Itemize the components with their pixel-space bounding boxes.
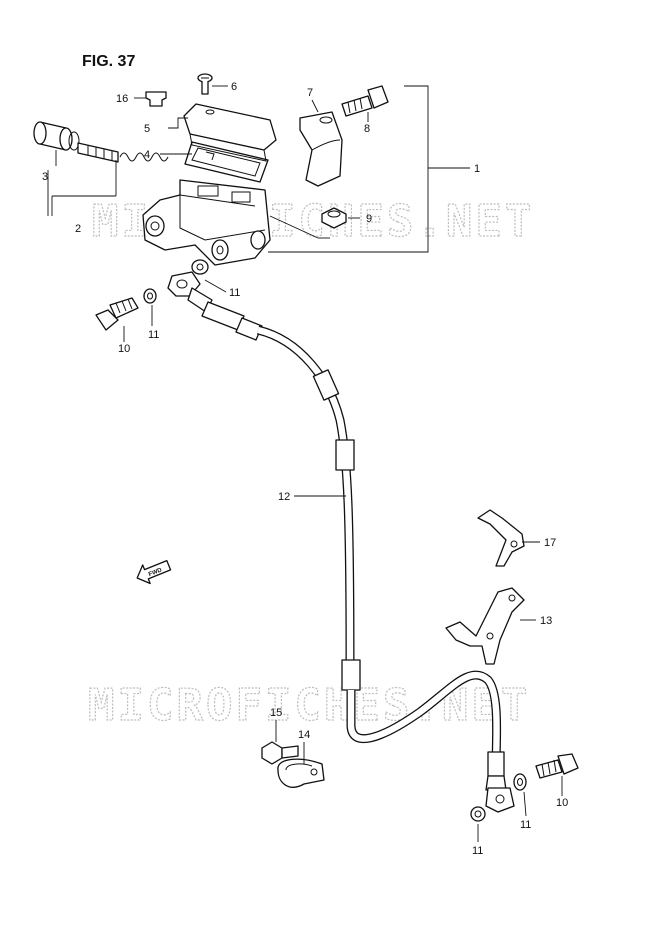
callout-10-bottom: 10 bbox=[556, 797, 568, 809]
callout-3: 3 bbox=[42, 171, 48, 183]
callout-11-top-right: 11 bbox=[229, 287, 240, 299]
union-bolt-bottom bbox=[535, 753, 579, 779]
watermark-bottom: MICROFICHES.NET bbox=[88, 680, 530, 731]
callout-9: 9 bbox=[366, 213, 372, 225]
callout-11-bottom-left: 11 bbox=[472, 845, 483, 857]
callout-5: 5 bbox=[144, 123, 150, 135]
reservoir-cap bbox=[183, 103, 277, 162]
callout-2: 2 bbox=[75, 223, 81, 235]
union-bolt-top bbox=[95, 297, 139, 331]
bracket-assembly bbox=[268, 85, 429, 253]
clamp-bolt bbox=[341, 85, 389, 117]
boot-cap bbox=[321, 207, 347, 229]
callout-6: 6 bbox=[231, 81, 237, 93]
hose-bracket-13 bbox=[445, 587, 525, 665]
washer-top-2 bbox=[143, 288, 157, 304]
callout-17: 17 bbox=[544, 537, 556, 549]
piston-set bbox=[33, 121, 169, 163]
leader-lines bbox=[47, 85, 369, 239]
fwd-arrow-icon: FWD bbox=[136, 559, 172, 585]
callout-14: 14 bbox=[298, 729, 310, 741]
cap-screw bbox=[197, 73, 213, 95]
diaphragm-plate bbox=[184, 141, 269, 183]
callout-11-top-left: 11 bbox=[148, 329, 159, 341]
callout-16: 16 bbox=[116, 93, 128, 105]
callout-11-bottom-right: 11 bbox=[520, 819, 531, 831]
callout-15: 15 bbox=[270, 707, 282, 719]
hose-clamp-14 bbox=[277, 758, 325, 788]
hose-guide-17 bbox=[477, 509, 525, 567]
washer-bottom-2 bbox=[470, 806, 486, 822]
callout-1: 1 bbox=[474, 163, 480, 175]
figure-title: FIG. 37 bbox=[82, 53, 135, 70]
handlebar-clamp bbox=[299, 111, 343, 187]
rubber-plug bbox=[145, 91, 167, 107]
brake-hose bbox=[167, 271, 515, 813]
washer-bottom-1 bbox=[513, 773, 527, 791]
fwd-label: FWD bbox=[148, 567, 164, 578]
callout-labels: 1 2 3 4 5 6 7 8 9 10 10 11 11 11 11 12 1… bbox=[42, 81, 568, 857]
callout-10-top: 10 bbox=[118, 343, 130, 355]
callout-13: 13 bbox=[540, 615, 552, 627]
callout-8: 8 bbox=[364, 123, 370, 135]
callout-7: 7 bbox=[307, 87, 313, 99]
clamp-bolt-15 bbox=[261, 741, 299, 765]
master-cylinder-body bbox=[142, 179, 271, 266]
washer-top-1 bbox=[191, 259, 209, 275]
callout-4: 4 bbox=[144, 149, 150, 161]
callout-12: 12 bbox=[278, 491, 290, 503]
